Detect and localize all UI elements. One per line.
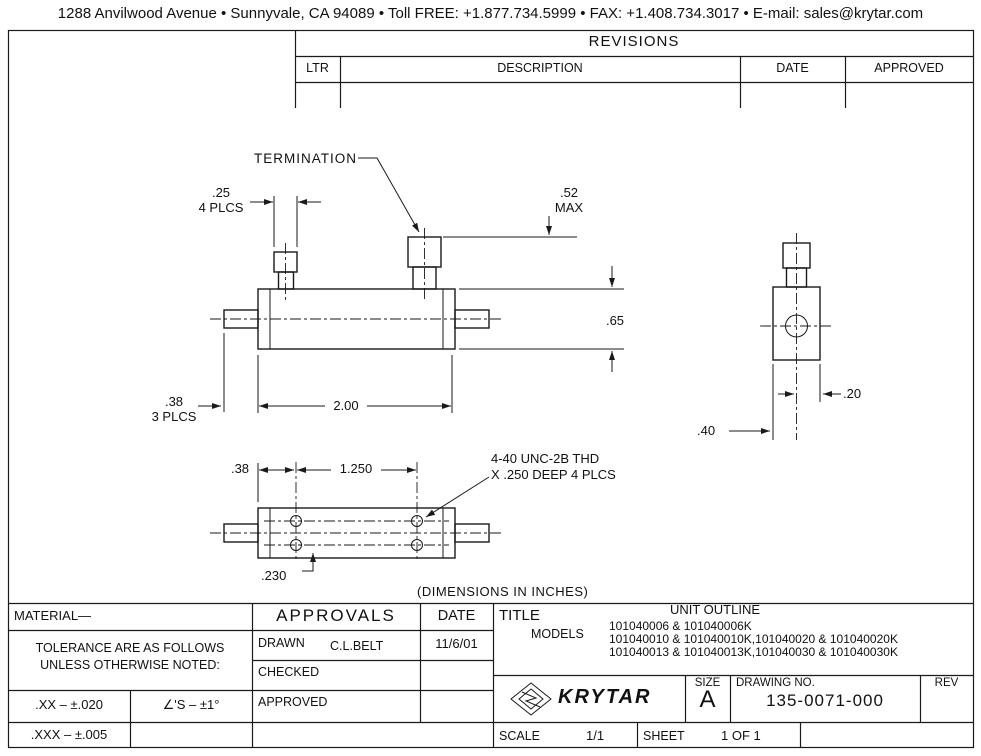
checked-label: CHECKED	[258, 665, 320, 679]
dim-end-offset: .20	[843, 386, 862, 401]
dim-connector-width-lines	[250, 196, 321, 247]
revisions-col-date: DATE	[776, 61, 809, 75]
brand-wordmark: KRYTAR	[558, 686, 652, 708]
revisions-col-approved: APPROVED	[874, 61, 944, 75]
dim-stub-dia: .38	[164, 394, 184, 409]
dim-termination-height-lines	[443, 216, 577, 238]
models-line2: 101040010 & 101040010K,101040020 & 10104…	[609, 632, 898, 646]
drawing-no-value: 135-0071-000	[766, 691, 884, 710]
dim-end-width-lines	[729, 364, 774, 440]
dim-connector-width-note: 4 PLCS	[198, 200, 244, 215]
drawn-name: C.L.BELT	[330, 639, 384, 653]
bottom-view	[210, 462, 502, 562]
size-label: SIZE	[694, 677, 721, 689]
thread-note-leader	[425, 476, 490, 518]
dim-hole-row: .230	[261, 568, 287, 583]
company-address-line: 1288 Anvilwood Avenue • Sunnyvale, CA 94…	[57, 5, 924, 22]
tolerance-angle: ∠'S – ±1°	[162, 697, 220, 712]
material-label: MATERIAL—	[14, 608, 92, 623]
thread-note-line1: 4-40 UNC-2B THD	[491, 451, 600, 466]
approved-label: APPROVED	[258, 695, 328, 709]
end-view	[760, 233, 834, 440]
tolerance-xx: .XX – ±.020	[35, 697, 103, 712]
rev-label: REV	[934, 677, 959, 689]
dim-body-length: 2.00	[325, 398, 367, 414]
krytar-logo-icon	[510, 682, 552, 716]
main-side-view	[210, 228, 502, 350]
drawn-label: DRAWN	[258, 636, 305, 650]
title-value: UNIT OUTLINE	[669, 602, 761, 617]
dim-end-width: .40	[697, 423, 716, 438]
sheet-border	[7, 29, 975, 749]
dim-body-height: .65	[605, 313, 625, 328]
tolerance-xxx: .XXX – ±.005	[30, 727, 108, 742]
tolerance-line1: TOLERANCE ARE AS FOLLOWS	[35, 641, 225, 655]
dim-termination-height-note: MAX	[554, 200, 584, 215]
date-header: DATE	[437, 608, 476, 624]
dim-stub-dia-leader	[198, 333, 225, 412]
tolerance-line2: UNLESS OTHERWISE NOTED:	[40, 658, 220, 672]
drawing-no-label: DRAWING NO.	[736, 677, 815, 689]
termination-label: TERMINATION	[254, 151, 357, 166]
revisions-title: REVISIONS	[588, 33, 680, 50]
size-value: A	[699, 686, 716, 713]
dim-termination-height: .52	[559, 185, 579, 200]
sheet-value: 1 OF 1	[721, 728, 761, 743]
models-line1: 101040006 & 101040006K	[609, 619, 752, 633]
dim-hole-row-lines	[302, 553, 316, 572]
approvals-header: APPROVALS	[276, 606, 396, 625]
revisions-table-grid	[294, 30, 973, 108]
dim-hole-edge-lines	[257, 463, 294, 502]
title-block-grid	[8, 602, 973, 748]
units-note: (DIMENSIONS IN INCHES)	[417, 584, 589, 599]
dim-stub-dia-note: 3 PLCS	[151, 409, 197, 424]
title-label: TITLE	[499, 607, 540, 624]
sheet-label: SHEET	[643, 729, 685, 743]
dim-body-height-lines	[459, 266, 624, 372]
scale-value: 1/1	[586, 728, 605, 743]
drawn-date: 11/6/01	[435, 636, 478, 651]
dim-hole-spacing: 1.250	[331, 461, 381, 477]
scale-label: SCALE	[499, 729, 540, 743]
models-line3: 101040013 & 101040013K,101040030 & 10104…	[609, 645, 898, 659]
dim-hole-edge: .38	[230, 461, 250, 476]
termination-leader-line	[358, 157, 420, 233]
revisions-col-description: DESCRIPTION	[497, 61, 583, 75]
dim-end-offset-lines	[778, 364, 841, 402]
thread-note-line2: X .250 DEEP 4 PLCS	[491, 467, 616, 482]
dim-connector-width: .25	[211, 185, 231, 200]
models-label: MODELS	[531, 627, 584, 641]
dimension-annotations	[198, 157, 841, 572]
revisions-col-ltr: LTR	[306, 61, 329, 75]
